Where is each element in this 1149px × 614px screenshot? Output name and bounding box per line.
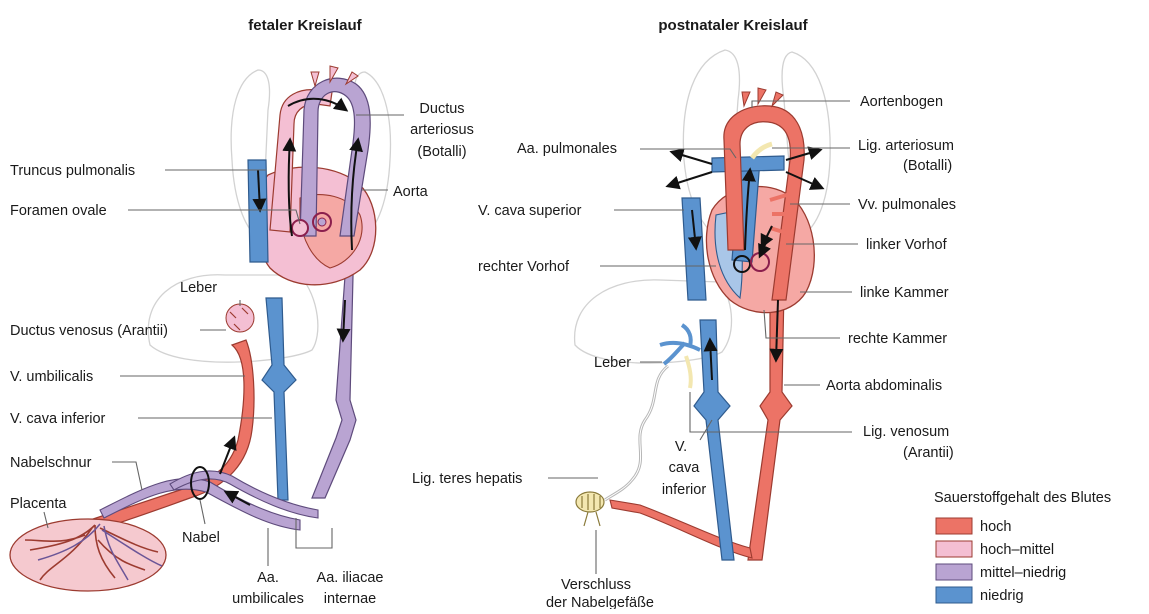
label-v-cava-superior: V. cava superior bbox=[478, 203, 582, 219]
legend-label-hoch-mittel: hoch–mittel bbox=[980, 542, 1054, 558]
label-ductus-arteriosus-3: (Botalli) bbox=[417, 144, 466, 160]
label-nabel: Nabel bbox=[182, 530, 220, 546]
label-aortenbogen: Aortenbogen bbox=[860, 94, 943, 110]
label-aa-iliacae-2: internae bbox=[324, 591, 376, 607]
label-aorta-abdominalis: Aorta abdominalis bbox=[826, 378, 942, 394]
label-lig-arteriosum-2: (Botalli) bbox=[903, 158, 952, 174]
postnatal-v-cava-superior bbox=[682, 198, 706, 300]
label-aa-umbilicales-1: Aa. bbox=[257, 570, 279, 586]
label-linke-kammer: linke Kammer bbox=[860, 285, 949, 301]
label-aorta: Aorta bbox=[393, 184, 429, 200]
fetal-diagram: fetaler Kreislauf Ductus arteriosus (Bot… bbox=[10, 17, 474, 607]
label-linker-vorhof: linker Vorhof bbox=[866, 237, 948, 253]
postnatal-aorta-abdominalis bbox=[748, 290, 792, 560]
postnatal-title: postnataler Kreislauf bbox=[658, 17, 808, 34]
legend-swatch-hoch bbox=[936, 518, 972, 534]
postnatal-nabel-verschluss bbox=[576, 492, 604, 526]
label-aa-pulmonales: Aa. pulmonales bbox=[517, 141, 617, 157]
postnatal-lig-teres-hepatis bbox=[605, 366, 668, 500]
label-fetal-leber: Leber bbox=[180, 280, 217, 296]
legend-label-hoch: hoch bbox=[980, 519, 1011, 535]
fetal-v-cava-inferior bbox=[262, 298, 296, 500]
label-placenta: Placenta bbox=[10, 496, 67, 512]
label-rechte-kammer: rechte Kammer bbox=[848, 331, 947, 347]
label-ductus-venosus: Ductus venosus (Arantii) bbox=[10, 323, 168, 339]
label-verschluss-1: Verschluss bbox=[561, 577, 631, 593]
label-vv-pulmonales: Vv. pulmonales bbox=[858, 197, 956, 213]
label-verschluss-2: der Nabelgefäße bbox=[546, 595, 654, 609]
label-nabelschnur: Nabelschnur bbox=[10, 455, 92, 471]
label-postnatal-v-cava-inferior-2: cava bbox=[669, 460, 701, 476]
legend-swatch-hoch-mittel bbox=[936, 541, 972, 557]
legend-title: Sauerstoffgehalt des Blutes bbox=[934, 490, 1111, 506]
legend-swatch-mittel-niedrig bbox=[936, 564, 972, 580]
legend-label-mittel-niedrig: mittel–niedrig bbox=[980, 565, 1066, 581]
label-lig-venosum-1: Lig. venosum bbox=[863, 424, 949, 440]
label-truncus-pulmonalis: Truncus pulmonalis bbox=[10, 163, 135, 179]
label-foramen-ovale: Foramen ovale bbox=[10, 203, 107, 219]
label-fetal-v-cava-inferior: V. cava inferior bbox=[10, 411, 106, 427]
label-ductus-arteriosus-2: arteriosus bbox=[410, 122, 474, 138]
fetal-placenta bbox=[10, 519, 166, 591]
label-postnatal-v-cava-inferior-1: V. bbox=[675, 439, 687, 455]
label-aa-umbilicales-2: umbilicales bbox=[232, 591, 304, 607]
label-v-umbilicalis: V. umbilicalis bbox=[10, 369, 93, 385]
label-lig-arteriosum-1: Lig. arteriosum bbox=[858, 138, 954, 154]
label-rechter-vorhof: rechter Vorhof bbox=[478, 259, 570, 275]
legend-label-niedrig: niedrig bbox=[980, 588, 1024, 604]
label-aa-iliacae-1: Aa. iliacae bbox=[317, 570, 384, 586]
legend-swatch-niedrig bbox=[936, 587, 972, 603]
label-ductus-arteriosus-1: Ductus bbox=[419, 101, 464, 117]
label-postnatal-leber: Leber bbox=[594, 355, 631, 371]
postnatal-diagram: postnataler Kreislauf Aortenbogen Aa. pu… bbox=[412, 17, 956, 609]
fetal-title: fetaler Kreislauf bbox=[248, 17, 362, 34]
fetal-ductus-venosus bbox=[226, 304, 254, 332]
label-lig-teres-hepatis: Lig. teres hepatis bbox=[412, 471, 522, 487]
label-postnatal-v-cava-inferior-3: inferior bbox=[662, 482, 706, 498]
legend: Sauerstoffgehalt des Blutes hoch hoch–mi… bbox=[934, 490, 1111, 604]
label-lig-venosum-2: (Arantii) bbox=[903, 445, 954, 461]
